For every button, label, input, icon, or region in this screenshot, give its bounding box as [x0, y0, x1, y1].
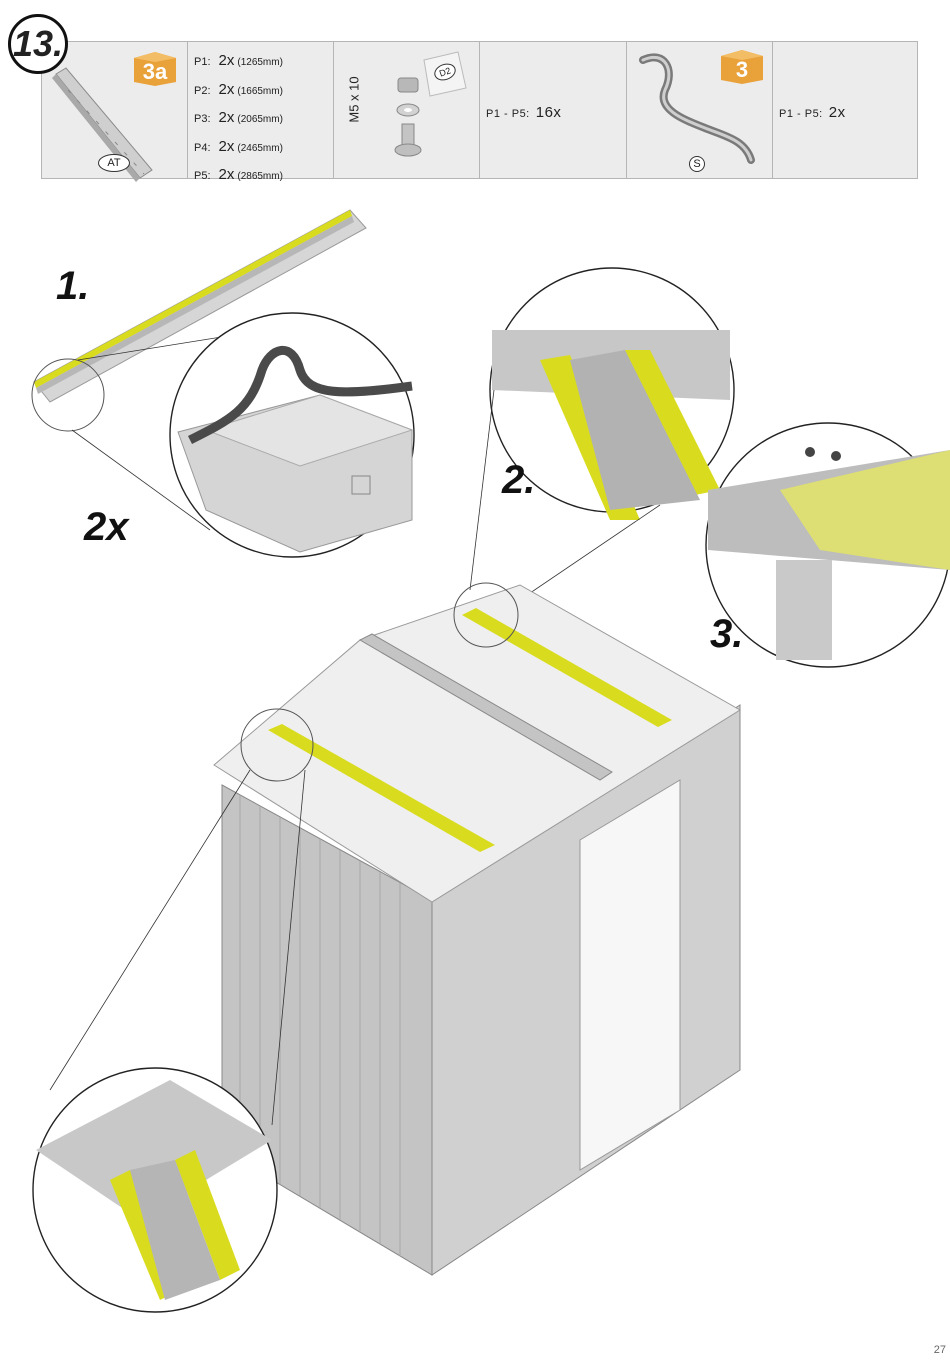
rail-count-row: P3:2x(2065mm) — [194, 109, 283, 126]
box-label: 3a — [142, 59, 168, 84]
seal-quantity: P1 - P5:2x — [779, 104, 846, 121]
rail-count-list: P1:2x(1265mm) P2:2x(1665mm) P3:2x(2065mm… — [194, 48, 283, 191]
page-number: 27 — [933, 1344, 946, 1356]
rail-count-row: P4:2x(2465mm) — [194, 137, 283, 155]
part-code-badge: AT — [98, 154, 130, 172]
rail-part-cell: 3a AT — [42, 42, 188, 182]
box-label: 3 — [735, 57, 749, 82]
parts-table: 3a AT P1:2x(1265mm) P2:2x(1665mm) P3:2x(… — [41, 41, 918, 183]
step-number: 13. — [12, 23, 64, 64]
box-icon: 3 — [717, 46, 767, 84]
seal-quantity-cell: P1 - P5:2x — [773, 42, 917, 178]
substep-3-label: 3. — [710, 612, 744, 656]
rail-placement-detail-zoom — [489, 267, 735, 520]
rail-count-row: P2:2x(1665mm) — [194, 80, 283, 98]
screw-fastening-detail-zoom — [705, 422, 950, 668]
substep-1-label: 1. — [56, 264, 90, 308]
shed-drawing — [213, 584, 741, 1276]
screw-quantity: P1 - P5:16x — [486, 104, 562, 121]
screw-quantity-cell: P1 - P5:16x — [480, 42, 627, 178]
step-number-badge: 13. — [8, 14, 68, 74]
rail-count-row: P5:2x(2865mm) — [194, 166, 283, 183]
seal-detail-zoom — [169, 312, 415, 558]
part-code-badge: S — [689, 156, 705, 172]
detail-marker-circle — [453, 582, 519, 648]
assembly-illustration — [31, 209, 950, 1313]
rail-joint-detail-zoom — [32, 1067, 278, 1313]
screw-size-label: M5 x 10 — [346, 76, 362, 123]
detail-marker-circle — [240, 708, 314, 782]
detail-marker-circle — [31, 358, 105, 432]
substep-2-label: 2. — [502, 458, 536, 502]
box-icon: 3a — [130, 48, 180, 86]
seal-strip-icon — [639, 53, 755, 164]
seal-part-cell: 3 S — [627, 42, 773, 178]
bolt-nut-washer-icon — [394, 77, 422, 157]
substep-1-quantity: 2x — [84, 505, 129, 549]
screw-part-cell: M5 x 10 D2 — [334, 42, 480, 178]
rail-count-row: P1:2x(1265mm) — [194, 52, 283, 69]
rail-count-cell: P1:2x(1265mm) P2:2x(1665mm) P3:2x(2065mm… — [188, 42, 334, 183]
